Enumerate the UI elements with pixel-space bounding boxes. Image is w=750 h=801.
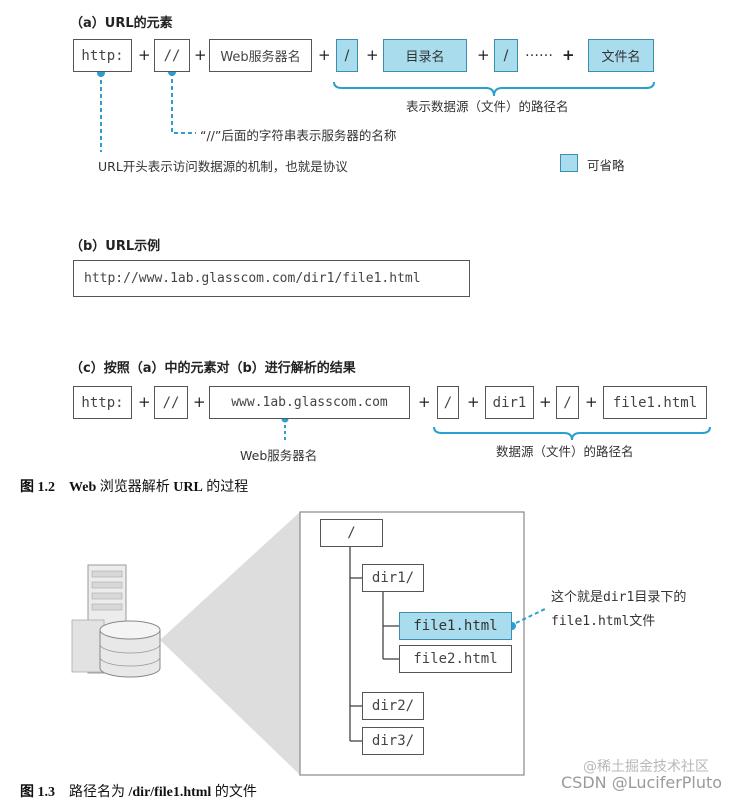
parsed-file: file1.html bbox=[603, 386, 707, 419]
zoom-projection bbox=[160, 512, 300, 775]
tree-dir3: dir3/ bbox=[362, 727, 424, 755]
callout-text: 这个就是 bbox=[551, 590, 604, 605]
path-brace-label: 表示数据源（文件）的路径名 bbox=[406, 99, 569, 114]
plus-sign: + bbox=[138, 393, 151, 411]
tree-file1-highlighted: file1.html bbox=[399, 612, 512, 640]
plus-sign: + bbox=[193, 393, 206, 411]
section-b-heading: （b）URL示例 bbox=[70, 239, 161, 254]
section-a-heading: （a）URL的元素 bbox=[70, 16, 173, 31]
url-element-slash-optional: / bbox=[494, 39, 518, 72]
figure-1-3-caption: 图 1.3 路径名为 /dir/file1.html 的文件 bbox=[20, 781, 257, 801]
callout-mono: dir1 bbox=[603, 590, 635, 605]
plus-sign: + bbox=[318, 46, 331, 64]
caption-text: 的文件 bbox=[211, 785, 257, 800]
parsed-slash: / bbox=[437, 386, 459, 419]
legend-swatch bbox=[560, 154, 578, 172]
figure-number: 图 1.2 bbox=[20, 480, 55, 495]
tree-lines bbox=[349, 547, 399, 742]
plus-sign: + bbox=[585, 393, 598, 411]
caption-bold: /dir/file1.html bbox=[128, 785, 212, 800]
parsed-protocol: http: bbox=[73, 386, 132, 419]
parsed-server: www.1ab.glasscom.com bbox=[209, 386, 410, 419]
protocol-note: URL开头表示访问数据源的机制，也就是协议 bbox=[98, 159, 348, 174]
url-example: http://www.1ab.glasscom.com/dir1/file1.h… bbox=[73, 260, 470, 297]
plus-sign: + bbox=[467, 393, 480, 411]
url-element-slash-optional: / bbox=[336, 39, 358, 72]
url-element-slashes: // bbox=[154, 39, 190, 72]
caption-bold: URL bbox=[173, 480, 203, 495]
plus-sign: + bbox=[194, 46, 207, 64]
tree-panel bbox=[299, 511, 525, 776]
plus-sign: + bbox=[366, 46, 379, 64]
tree-root: / bbox=[320, 519, 383, 547]
ellipsis: …… bbox=[525, 44, 553, 60]
parsed-slashes: // bbox=[154, 386, 188, 419]
caption-text: 路径名为 bbox=[69, 785, 129, 800]
parsed-directory: dir1 bbox=[485, 386, 534, 419]
callout-text: 目录下的 bbox=[634, 590, 687, 605]
figure-number: 图 1.3 bbox=[20, 785, 55, 800]
legend-label: 可省略 bbox=[587, 158, 625, 173]
path-brace-c bbox=[433, 426, 711, 441]
callout-mono: file1.html bbox=[551, 614, 630, 629]
watermark-juejin: @稀土掘金技术社区 bbox=[583, 759, 709, 775]
plus-sign: + bbox=[539, 393, 552, 411]
caption-text: 的过程 bbox=[202, 480, 249, 495]
tree-dir2: dir2/ bbox=[362, 692, 424, 720]
server-illustration bbox=[71, 564, 161, 678]
url-element-protocol: http: bbox=[73, 39, 132, 72]
server-label: Web服务器名 bbox=[240, 448, 318, 463]
caption-bold: Web bbox=[69, 480, 97, 495]
slashes-callout-line bbox=[171, 72, 196, 134]
slashes-note: “//”后面的字符串表示服务器的名称 bbox=[200, 128, 397, 143]
plus-sign: + bbox=[562, 46, 575, 64]
url-element-server: Web服务器名 bbox=[209, 39, 312, 72]
plus-sign: + bbox=[418, 393, 431, 411]
plus-sign: + bbox=[477, 46, 490, 64]
file1-callout-line bbox=[515, 607, 548, 624]
figure-1-2-caption: 图 1.2 Web 浏览器解析 URL 的过程 bbox=[20, 476, 248, 496]
caption-text: 浏览器解析 bbox=[96, 480, 174, 495]
path-brace-label: 数据源（文件）的路径名 bbox=[496, 444, 634, 459]
section-c-heading: （c）按照（a）中的元素对（b）进行解析的结果 bbox=[70, 361, 356, 376]
tree-file2: file2.html bbox=[399, 645, 512, 673]
parsed-slash: / bbox=[556, 386, 579, 419]
url-element-file: 文件名 bbox=[588, 39, 654, 72]
plus-sign: + bbox=[138, 46, 151, 64]
url-element-directory: 目录名 bbox=[383, 39, 467, 72]
file1-callout-line2: file1.html文件 bbox=[551, 610, 655, 629]
file1-callout-line1: 这个就是dir1目录下的 bbox=[551, 586, 686, 605]
path-brace-a bbox=[333, 81, 655, 97]
watermark-csdn: CSDN @LuciferPluto bbox=[561, 773, 723, 792]
callout-text: 文件 bbox=[629, 614, 656, 629]
tree-dir1: dir1/ bbox=[362, 564, 424, 592]
